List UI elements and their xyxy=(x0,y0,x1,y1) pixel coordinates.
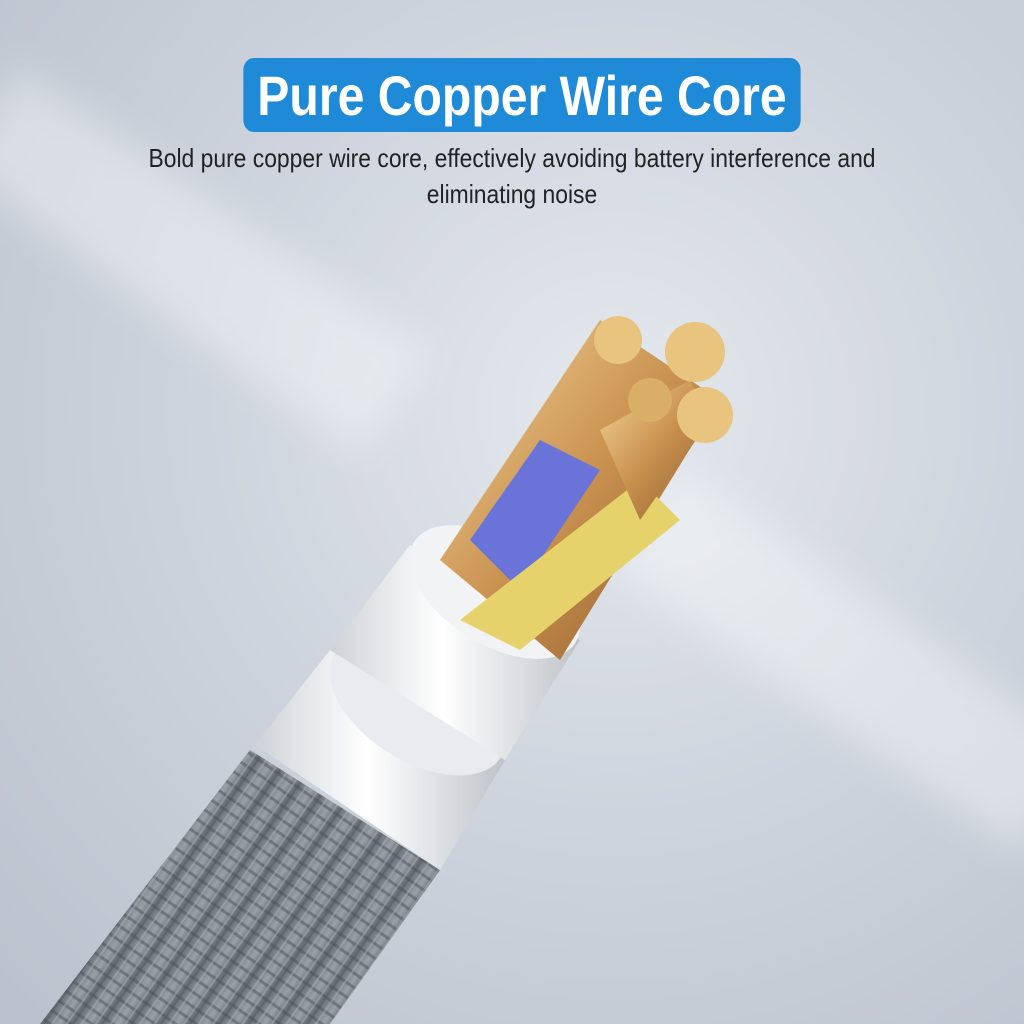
page-title: Pure Copper Wire Core xyxy=(257,63,787,127)
blue-wire xyxy=(470,440,600,590)
subtitle-text: Bold pure copper wire core, effectively … xyxy=(148,143,876,209)
copper-wire-bundle xyxy=(440,316,733,660)
title-banner: Pure Copper Wire Core xyxy=(243,58,801,132)
braided-sheath xyxy=(40,750,440,1024)
yellow-wire xyxy=(460,480,680,650)
